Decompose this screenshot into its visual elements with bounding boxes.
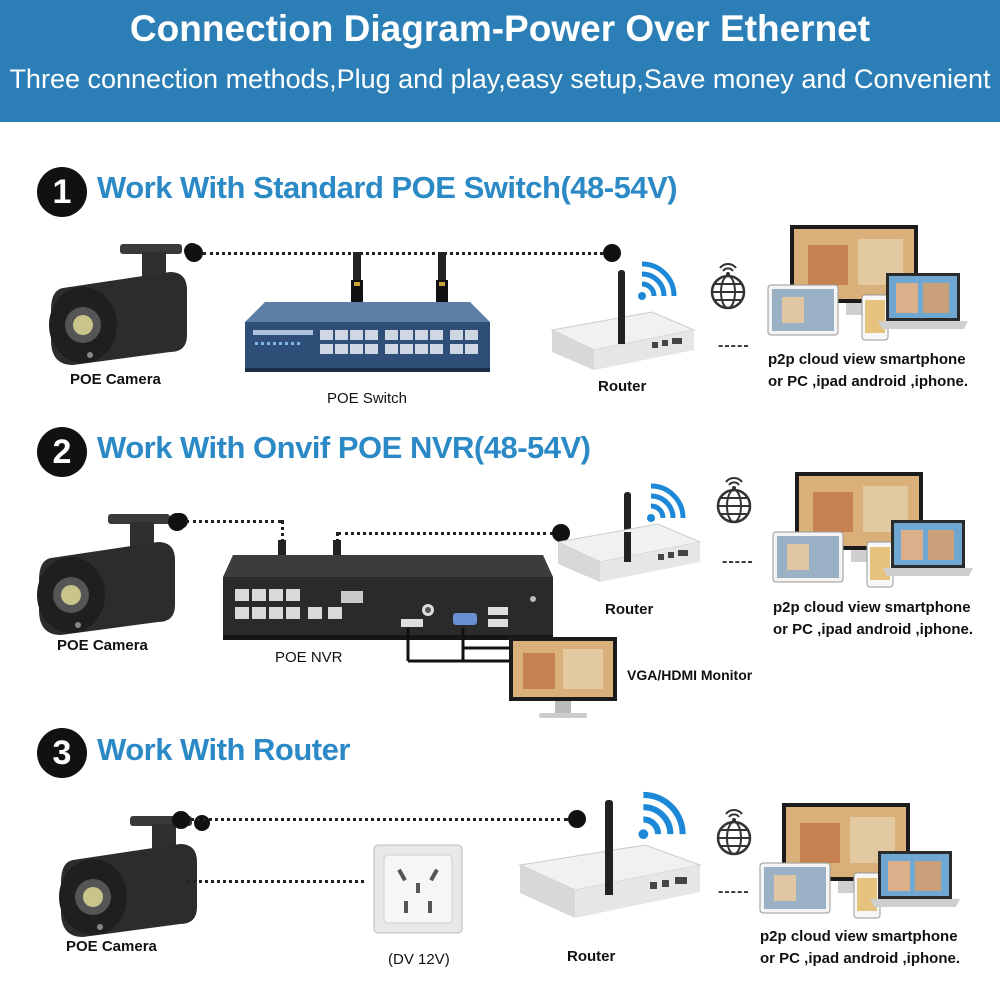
connector-dot: [185, 244, 203, 262]
cloud-caption: p2p cloud view smartphone or PC ,ipad an…: [768, 349, 968, 393]
ethernet-plug-icon: [436, 252, 448, 304]
ethernet-plug-icon: [351, 252, 363, 304]
cloud-caption-line2: or PC ,ipad android ,iphone.: [773, 621, 974, 638]
cloud-caption: p2p cloud view smartphone or PC ,ipad an…: [773, 597, 973, 641]
globe-icon: [710, 263, 746, 310]
ethernet-cable-line: [281, 520, 284, 550]
connector-dot: [603, 244, 621, 262]
connector-dot: [552, 524, 570, 542]
power-cable-line: [186, 880, 364, 883]
section-2-number: 2: [37, 427, 87, 477]
camera-label: POE Camera: [57, 637, 148, 654]
monitor-label: VGA/HDMI Monitor: [627, 667, 753, 683]
connector-dot: [568, 810, 586, 828]
ethernet-cable-line: [203, 252, 603, 255]
wifi-router-icon: [518, 800, 702, 918]
poe-nvr-icon: [223, 555, 553, 640]
ethernet-cable-line: [186, 520, 281, 523]
bullet-camera-icon: [59, 815, 210, 937]
wifi-signal-icon: [638, 261, 677, 300]
connector-dashes: -----: [718, 337, 750, 354]
globe-icon: [716, 477, 752, 524]
cloud-caption-line2: or PC ,ipad android ,iphone.: [768, 373, 969, 390]
video-cable-lines: [406, 628, 513, 663]
wifi-router-icon: [556, 492, 702, 582]
nvr-label: POE NVR: [275, 649, 343, 666]
connector-dashes: -----: [718, 883, 750, 900]
camera-label: POE Camera: [70, 371, 161, 388]
globe-icon: [716, 809, 752, 856]
switch-label: POE Switch: [327, 390, 408, 407]
header-banner: Connection Diagram-Power Over Ethernet T…: [0, 0, 1000, 122]
wifi-router-icon: [550, 270, 696, 370]
bullet-camera-icon: [37, 513, 188, 635]
ethernet-cable-line: [338, 532, 553, 535]
wifi-signal-icon: [638, 791, 686, 840]
outlet-label: (DV 12V): [388, 951, 450, 968]
ethernet-cable-line: [190, 818, 568, 821]
section-1-number: 1: [37, 167, 87, 217]
cloud-caption-line1: p2p cloud view smartphone: [768, 351, 966, 368]
cloud-caption-line1: p2p cloud view smartphone: [760, 928, 958, 945]
cloud-caption-line1: p2p cloud view smartphone: [773, 599, 971, 616]
devices-group-icon: [759, 803, 960, 919]
page-subtitle: Three connection methods,Plug and play,e…: [9, 64, 991, 94]
cloud-caption: p2p cloud view smartphone or PC ,ipad an…: [760, 926, 960, 970]
section-2-title: Work With Onvif POE NVR(48-54V): [97, 430, 591, 465]
camera-label: POE Camera: [66, 938, 157, 955]
bullet-camera-icon: [49, 243, 200, 365]
devices-group-icon: [767, 225, 968, 341]
router-label: Router: [605, 601, 654, 618]
poe-switch-icon: [245, 302, 490, 372]
router-label: Router: [567, 948, 616, 965]
wifi-signal-icon: [647, 483, 686, 522]
cloud-caption-line2: or PC ,ipad android ,iphone.: [760, 950, 961, 967]
power-outlet-icon: [373, 844, 463, 934]
router-label: Router: [598, 378, 647, 395]
monitor-icon: [509, 637, 617, 718]
devices-group-icon: [772, 472, 973, 588]
connector-dot: [172, 811, 190, 829]
section-1-title: Work With Standard POE Switch(48-54V): [97, 170, 678, 205]
section-3-title: Work With Router: [97, 732, 350, 767]
section-3-number: 3: [37, 728, 87, 778]
connector-dot: [168, 513, 186, 531]
page-title: Connection Diagram-Power Over Ethernet: [129, 8, 871, 49]
connector-dashes: -----: [722, 553, 754, 570]
